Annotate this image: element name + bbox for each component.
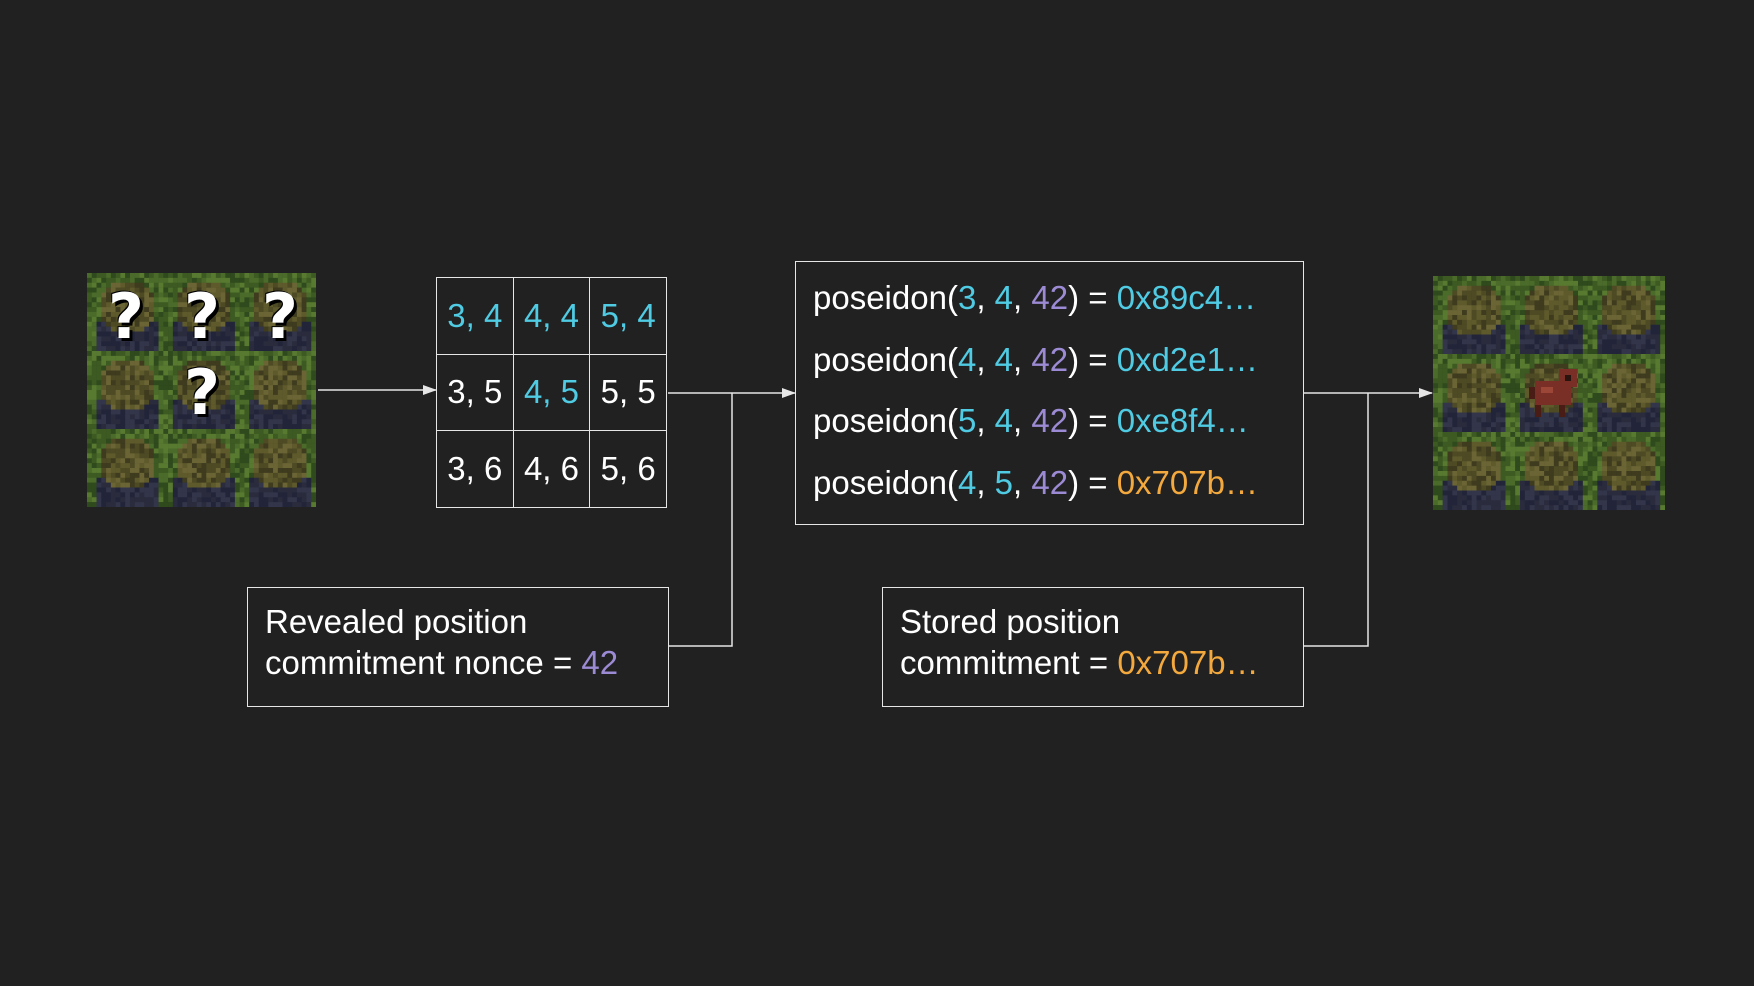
grid-row: 3, 6 4, 6 5, 6 <box>436 430 667 508</box>
nonce-note-prefix: commitment nonce = <box>265 644 582 681</box>
question-mark-icon: ? <box>108 280 144 353</box>
hash-arg-nonce: 42 <box>1031 340 1069 378</box>
question-mark-icon: ? <box>184 356 220 429</box>
hash-arg-x: 3 <box>957 279 977 316</box>
hash-result: 0x89c4… <box>1116 279 1257 316</box>
grid-row: 3, 5 4, 5 5, 5 <box>436 353 667 432</box>
hash-arg-y: 4 <box>994 279 1014 316</box>
grid-cell: 5, 6 <box>589 430 667 508</box>
hash-function-name: poseidon <box>813 463 947 501</box>
creature-icon <box>1529 369 1577 417</box>
hash-arg-y: 5 <box>994 463 1014 501</box>
hash-arg-nonce: 42 <box>1031 402 1069 439</box>
grid-cell: 5, 5 <box>589 353 667 432</box>
hash-arg-x: 4 <box>957 463 977 501</box>
hash-line: poseidon(5, 4, 42) = 0xe8f4… <box>813 402 1249 439</box>
grid-cell: 4, 4 <box>512 277 591 355</box>
hash-line: poseidon(3, 4, 42) = 0x89c4… <box>813 279 1257 316</box>
question-mark-icon: ? <box>184 280 220 353</box>
grid-cell: 3, 6 <box>436 430 514 508</box>
fogged-map-tiles <box>87 273 316 507</box>
stored-commitment-box: Stored position commitment = 0x707b… <box>882 587 1304 707</box>
hash-line-match: poseidon(4, 5, 42) = 0x707b… <box>813 463 1258 501</box>
hash-line: poseidon(4, 4, 42) = 0xd2e1… <box>813 340 1258 378</box>
grid-cell: 4, 5 <box>512 353 591 432</box>
revealed-map <box>1433 276 1665 510</box>
hash-arg-x: 5 <box>957 402 977 439</box>
hash-arg-y: 4 <box>994 340 1014 378</box>
hash-result: 0xd2e1… <box>1116 340 1258 378</box>
grid-cell: 3, 4 <box>436 277 514 355</box>
grid-row: 3, 4 4, 4 5, 4 <box>436 277 667 355</box>
grid-cell: 4, 6 <box>512 430 591 508</box>
stored-note-line1: Stored position <box>900 603 1121 640</box>
hash-arg-y: 4 <box>994 402 1014 439</box>
candidate-coordinate-grid: 3, 4 4, 4 5, 4 3, 5 4, 5 5, 5 3, 6 4, 6 … <box>436 277 667 508</box>
stored-note-line2: commitment = 0x707b… <box>900 642 1303 683</box>
hash-result-match: 0x707b… <box>1116 463 1258 501</box>
hash-arg-nonce: 42 <box>1031 279 1069 316</box>
hash-result: 0xe8f4… <box>1116 402 1249 439</box>
connector-stored-to-match <box>1304 393 1369 647</box>
hash-function-name: poseidon <box>813 340 947 378</box>
hash-arg-nonce: 42 <box>1031 463 1069 501</box>
connector-nonce-to-hashes <box>669 393 733 647</box>
hash-results-box: poseidon(3, 4, 42) = 0x89c4… poseidon(4,… <box>795 261 1304 525</box>
hash-function-name: poseidon <box>813 279 947 316</box>
nonce-value: 42 <box>581 644 619 681</box>
nonce-note-box: Revealed position commitment nonce = 42 <box>247 587 669 707</box>
revealed-map-tiles <box>1433 276 1665 510</box>
hash-function-name: poseidon <box>813 402 947 439</box>
hash-arg-x: 4 <box>957 340 977 378</box>
stored-note-prefix: commitment = <box>900 644 1118 681</box>
question-mark-icon: ? <box>262 280 298 353</box>
nonce-note-line1: Revealed position <box>265 603 528 640</box>
stored-commitment-value: 0x707b… <box>1117 644 1259 681</box>
fogged-map: ? ? ? ? <box>87 273 316 507</box>
nonce-note-line2: commitment nonce = 42 <box>265 642 668 683</box>
grid-cell: 5, 4 <box>589 277 667 355</box>
